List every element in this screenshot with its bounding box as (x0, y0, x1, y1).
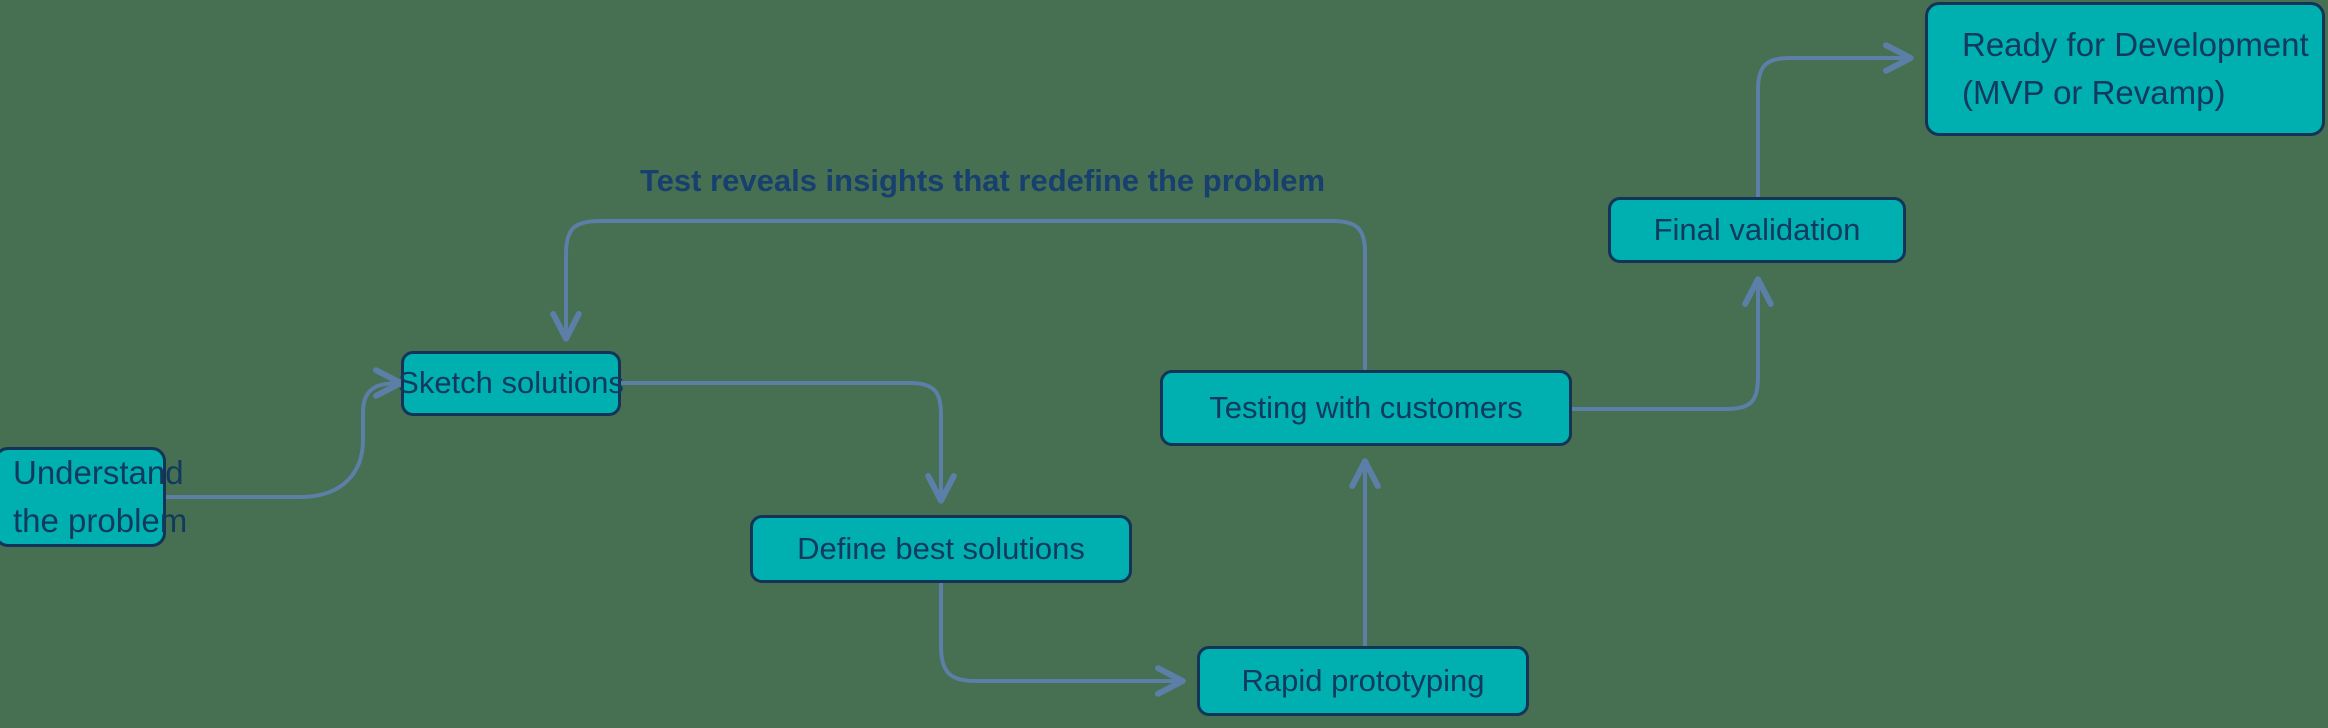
node-understand-the-problem[interactable]: Understand the problem (0, 447, 187, 547)
node-ready-for-development[interactable]: Ready for Development (MVP or Revamp) (1925, 2, 2325, 136)
edge-understand-to-sketch (165, 367, 404, 499)
node-final-label: Final validation (1653, 211, 1861, 247)
node-rapid-prototyping[interactable]: Rapid prototyping (1197, 646, 1529, 716)
feedback-loop-label: Test reveals insights that redefine the … (640, 163, 1326, 198)
edge-sketch-to-define (620, 381, 957, 504)
node-sketch-solutions[interactable]: Sketch solutions (398, 351, 624, 416)
node-define-label: Define best solutions (797, 530, 1085, 566)
node-rapid-label: Rapid prototyping (1241, 662, 1485, 698)
node-understand-line-1: Understand (13, 454, 184, 492)
edge-testing-to-final (1571, 276, 1774, 411)
node-ready-line-1: Ready for Development (1962, 26, 2309, 64)
node-sketch-label: Sketch solutions (398, 365, 624, 401)
node-define-best-solutions[interactable]: Define best solutions (750, 515, 1132, 583)
edge-final-to-ready (1756, 42, 1914, 199)
node-understand-line-2: the problem (13, 502, 188, 539)
edge-testing-to-sketch (550, 219, 1367, 371)
node-final-validation[interactable]: Final validation (1608, 197, 1906, 263)
node-testing-label: Testing with customers (1209, 389, 1523, 425)
edge-define-to-rapid (939, 582, 1186, 697)
node-testing-with-customers[interactable]: Testing with customers (1160, 370, 1572, 446)
node-ready-line-2: (MVP or Revamp) (1962, 74, 2226, 111)
